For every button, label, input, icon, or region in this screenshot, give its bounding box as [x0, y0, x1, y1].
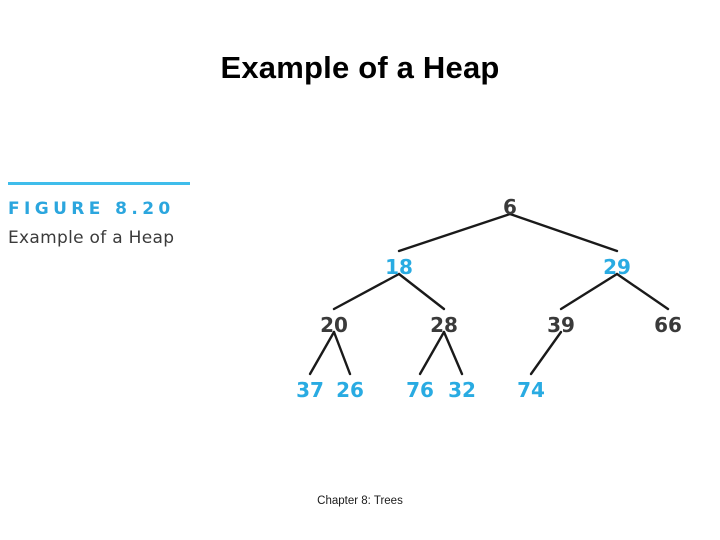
figure-subtitle-label: Example of a Heap [8, 228, 175, 248]
tree-edge [397, 272, 446, 311]
tree-edge [508, 212, 619, 253]
tree-edge [559, 272, 619, 311]
tree-edge [397, 212, 512, 253]
slide-footer: Chapter 8: Trees [317, 495, 403, 507]
tree-edge [615, 272, 670, 311]
tree-node-39: 39 [547, 313, 575, 337]
heap-tree-diagram: 6 18 29 20 28 39 66 37 26 76 32 74 [270, 185, 710, 415]
tree-edge [332, 272, 401, 311]
tree-node-18: 18 [385, 255, 413, 279]
tree-node-74: 74 [517, 378, 545, 402]
figure-number-label: FIGURE 8.20 [8, 199, 175, 219]
tree-node-37: 37 [296, 378, 324, 402]
tree-edge [418, 330, 446, 376]
tree-edge [308, 330, 336, 376]
tree-node-66: 66 [654, 313, 682, 337]
tree-node-28: 28 [430, 313, 458, 337]
figure-caption-block: FIGURE 8.20 Example of a Heap [8, 182, 223, 249]
tree-edge [442, 330, 464, 376]
tree-node-29: 29 [603, 255, 631, 279]
tree-edge [332, 330, 352, 376]
tree-node-26: 26 [336, 378, 364, 402]
page-title: Example of a Heap [220, 50, 500, 85]
tree-node-32: 32 [448, 378, 476, 402]
tree-node-6: 6 [503, 195, 517, 219]
tree-node-20: 20 [320, 313, 348, 337]
tree-node-76: 76 [406, 378, 434, 402]
tree-edge [529, 330, 563, 376]
figure-divider-rule [8, 182, 190, 185]
tree-edges-layer [308, 212, 670, 376]
